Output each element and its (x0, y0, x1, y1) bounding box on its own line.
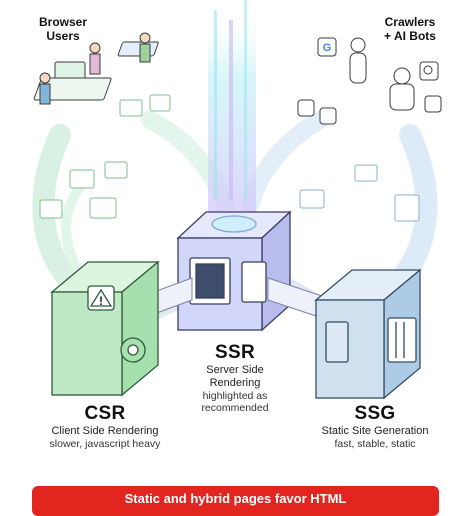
search-icon (419, 61, 439, 81)
ssr-cube (176, 210, 292, 332)
csr-cube: ! (50, 260, 160, 397)
ssg-subtitle: Static Site Generation (321, 424, 429, 437)
google-icon (317, 37, 337, 57)
browser-users-illustration (33, 32, 159, 105)
ssr-label-group: SSR Server Side Rendering highlighted as… (185, 342, 285, 414)
data-beam (208, 0, 256, 215)
csr-title: CSR (84, 403, 126, 424)
code-cards-right (299, 164, 420, 222)
ssg-label-group: SSG Static Site Generation fast, stable,… (300, 403, 450, 450)
ssg-title: SSG (354, 403, 396, 424)
ssg-cube (314, 268, 422, 400)
robot-icon (350, 37, 366, 53)
ssg-note: fast, stable, static (334, 438, 416, 451)
warning-icon: ! (87, 285, 115, 311)
gear-icon (120, 337, 146, 363)
bottom-banner: Static and hybrid pages favor HTML (32, 486, 439, 516)
crawlers-label: Crawlers + AI Bots (384, 15, 436, 43)
ssr-title: SSR (215, 342, 255, 363)
code-cards (39, 94, 171, 219)
crawlers-illustration: G (297, 37, 442, 125)
ssr-csr-ssg-diagram: G ! (32, 0, 442, 400)
browser-users-label: Browser Users (38, 15, 88, 43)
svg-text:G: G (323, 42, 332, 54)
svg-text:!: ! (99, 294, 103, 308)
ssr-note: highlighted as recommended (201, 390, 269, 415)
csr-note: slower, javascript heavy (49, 438, 161, 451)
csr-subtitle: Client Side Rendering (51, 424, 159, 437)
csr-label-group: CSR Client Side Rendering slower, javasc… (30, 403, 180, 450)
ssr-subtitle: Server Side Rendering (206, 363, 264, 390)
